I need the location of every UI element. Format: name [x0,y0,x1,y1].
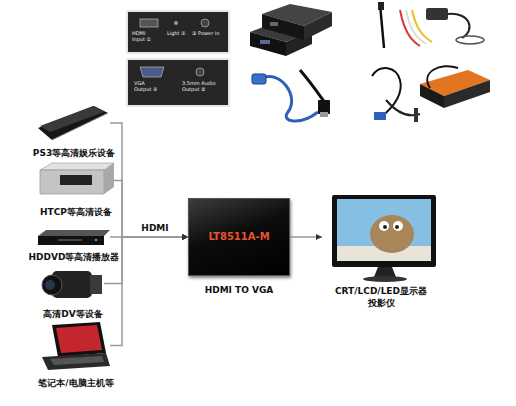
front-panel [60,175,92,185]
product-photo [250,4,332,56]
player-front [38,236,104,245]
vga-plug [426,8,448,20]
cable [448,14,470,38]
cable [427,66,458,88]
device-caption: 笔记本/电脑主机等 [38,378,113,389]
signal-connector [110,236,188,238]
box-top [40,163,114,170]
lens [42,275,62,295]
vga-plug [374,112,386,120]
screen-character [370,215,414,253]
signal-connector [110,237,188,346]
converter-box: LT8511A-MHDMI TO VGA [188,198,290,276]
port [270,22,278,26]
port-label: HDMI Input ① [132,30,156,42]
console-body [38,106,108,140]
device-icon: HTCP等高清设备 [38,163,114,198]
vga-plug [252,74,266,84]
device-icon: 高清DV等设备 [42,264,104,303]
rca-red [400,10,420,46]
hdmi-plug [318,100,330,114]
box-front [40,170,104,194]
camcorder [42,271,102,298]
plug [378,2,384,10]
port-label: 3.5mm Audio Output ⑤ [182,80,222,92]
lens-glass [45,280,55,290]
lcd-monitor [332,195,436,282]
signal-connector [114,181,188,238]
box-side [444,80,490,108]
box-front [262,14,304,40]
disc-tray [58,239,82,241]
flip-screen [90,275,102,294]
photo-frame [126,10,230,54]
panel-face [128,12,228,52]
laptop-screen [56,325,102,353]
box-front [420,84,444,108]
device-caption: HDDVD等高清播放器 [29,252,120,263]
converter-caption: HDMI TO VGA [205,285,274,296]
audio-plug [414,108,418,122]
back-panel [126,58,230,107]
monitor-neck [374,267,396,277]
kit-photo [372,66,490,122]
front-panel [126,10,230,54]
device-caption: 高清DV等设备 [43,309,102,320]
signal-connector [110,123,188,237]
led-light [174,21,178,25]
console-edge [52,113,108,140]
monitor-screen [337,199,431,261]
dvd-player [38,230,110,245]
device-icon: 笔记本/电脑主机等 [42,321,110,370]
cables-photo [378,2,484,48]
hdmi-port [140,19,158,27]
monitor-base [363,276,407,282]
ps3-console [38,106,108,140]
vga-port [140,67,164,77]
laptop-base [42,353,110,370]
player-top [38,230,110,236]
led [95,239,97,241]
port-label: Light ② [167,30,187,36]
character-pupil [383,225,387,229]
port [260,40,270,44]
htpc-box [40,163,114,194]
photo-frame [126,58,230,107]
signal-connector [104,237,188,284]
cable-photo [252,70,330,121]
rca-white [406,10,426,44]
signal-label: HDMI [141,223,168,234]
hdmi-cable [300,70,326,104]
keyboard [50,356,104,365]
hdmi-tip [320,112,328,117]
box-front [250,32,286,56]
audio-jack [196,68,204,76]
port-label: VGA Output ④ [134,80,162,92]
laptop [42,322,110,370]
character-pupil [395,225,399,229]
panel-face [128,60,228,105]
display-caption: CRT/LCD/LED显示器 投影仪 [333,285,429,309]
box-side [104,163,114,194]
power-jack [201,19,209,27]
monitor-bezel [332,195,436,267]
device-caption: PS3等高清娱乐设备 [33,148,115,159]
console-top [40,106,104,132]
character-eye [393,221,403,231]
character-eye [379,221,389,231]
model-number: LT8511A-M [189,231,289,243]
device-icon: PS3等高清娱乐设备 [38,104,110,142]
device-icon: HDDVD等高清播放器 [38,228,110,246]
signal-connector [290,236,322,238]
display-icon: CRT/LCD/LED显示器 投影仪 [322,192,440,282]
audio-cable [456,36,484,44]
device-caption: HTCP等高清设备 [40,207,112,218]
port-label: ③ Power in [192,30,222,36]
box-side [304,12,332,40]
laptop-lid [52,322,106,357]
hdmi-cable [380,4,384,48]
